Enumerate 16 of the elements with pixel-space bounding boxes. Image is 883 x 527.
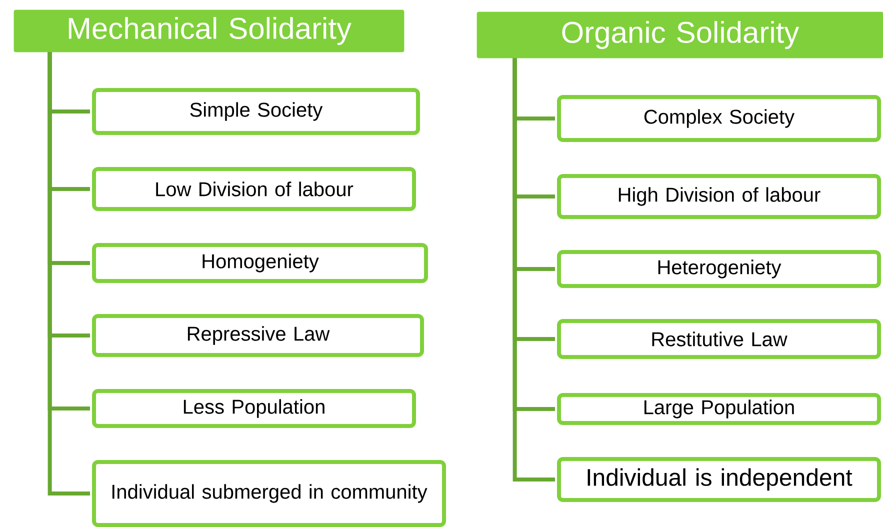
connector-line xyxy=(48,52,90,496)
text-box: Less Population xyxy=(92,389,416,428)
heading-bar: Mechanical Solidarity xyxy=(14,10,404,52)
text-box: Complex Society xyxy=(557,95,881,142)
text-box: Homogeniety xyxy=(92,243,428,283)
text-box: Restitutive Law xyxy=(557,319,881,359)
heading-bar: Organic Solidarity xyxy=(476,12,883,58)
text-box: Individual is independent xyxy=(557,457,881,502)
text-box: Repressive Law xyxy=(92,314,424,357)
text-box: Large Population xyxy=(557,393,881,425)
text-box: Heterogeniety xyxy=(557,250,881,288)
text-box: High Division of labour xyxy=(557,174,881,219)
connector-line xyxy=(512,58,555,482)
text-box: Simple Society xyxy=(92,88,420,135)
text-box: Low Division of labour xyxy=(92,167,416,211)
text-box: Individual submerged in community xyxy=(92,460,446,527)
